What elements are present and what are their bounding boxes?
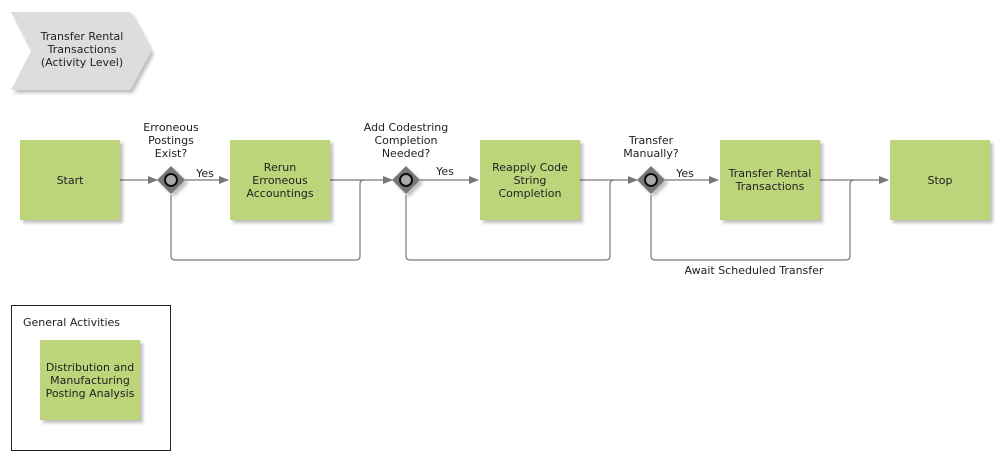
flow-label-yes-2: Yes <box>436 165 454 178</box>
activity-rerun-erroneous-accountings[interactable]: Rerun Erroneous Accountings <box>230 140 330 220</box>
flow-g1-bypass <box>170 179 365 261</box>
flow-g2-bypass <box>405 179 615 261</box>
gateway-g3-circle <box>644 173 658 187</box>
flow-g3-bypass <box>650 179 855 261</box>
flow-label-yes-1: Yes <box>196 167 214 180</box>
activity-start[interactable]: Start <box>20 140 120 220</box>
gateway-g1 <box>157 166 185 194</box>
activity-distribution-manufacturing-posting-analysis[interactable]: Distribution and Manufacturing Posting A… <box>40 340 140 420</box>
gateway-g2-label: Add Codestring Completion Needed? <box>363 121 449 160</box>
flow-label-yes-3: Yes <box>676 167 694 180</box>
gateway-g1-circle <box>164 173 178 187</box>
activity-reapply-code-string-completion[interactable]: Reapply Code String Completion <box>480 140 580 220</box>
header-event-shape <box>11 12 151 90</box>
flow-label-await-scheduled-transfer: Await Scheduled Transfer <box>684 264 824 277</box>
gateway-g2-circle <box>399 173 413 187</box>
gateway-g3 <box>637 166 665 194</box>
general-activities-frame <box>11 305 171 451</box>
gateway-g1-label: Erroneous Postings Exist? <box>143 121 199 160</box>
general-activities-title: General Activities <box>23 316 121 329</box>
flow-lines <box>120 176 889 261</box>
gateway-g3-label: Transfer Manually? <box>623 134 679 160</box>
activity-transfer-rental-transactions[interactable]: Transfer Rental Transactions <box>720 140 820 220</box>
gateway-g2 <box>392 166 420 194</box>
activity-stop[interactable]: Stop <box>890 140 990 220</box>
header-title: Transfer Rental Transactions (Activity L… <box>40 30 124 69</box>
